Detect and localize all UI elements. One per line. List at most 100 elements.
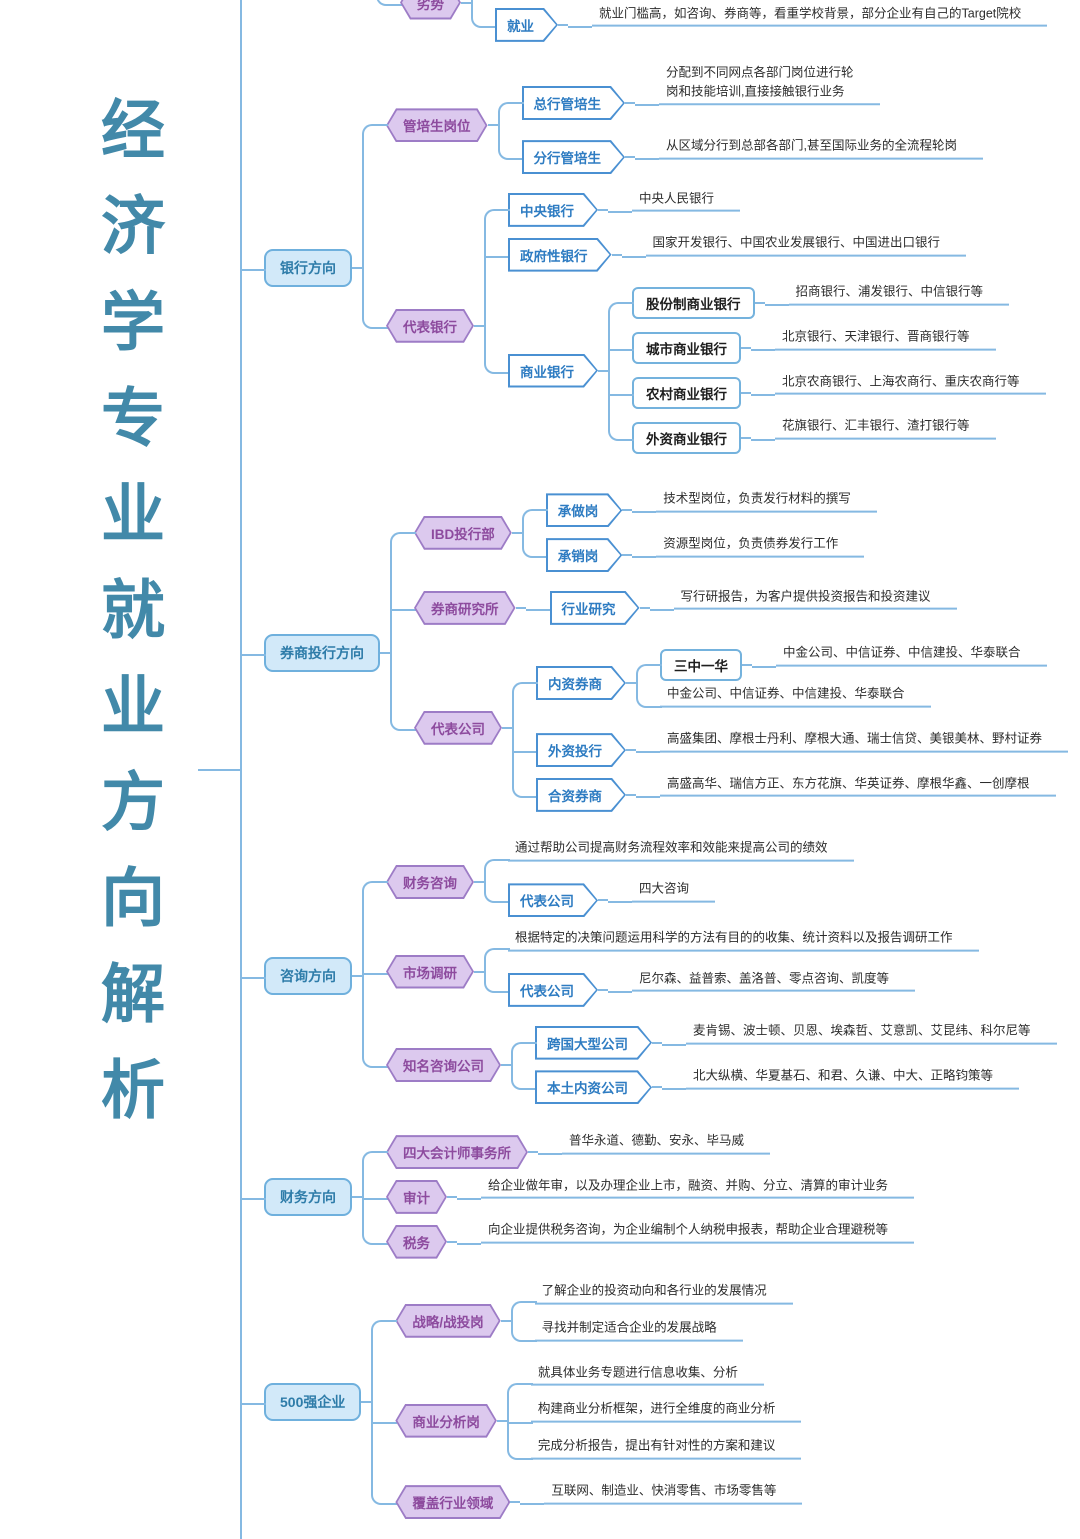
branch: 技术型岗位，负责发行材料的撰写	[632, 492, 877, 529]
node-label: 覆盖行业领域	[397, 1487, 508, 1517]
branch: 管培生岗位总行管培生分配到不同网点各部门岗位进行轮 岗和技能培训,直接接触银行业…	[362, 66, 1046, 186]
node-label: 股份制商业银行	[646, 297, 741, 313]
branch: 高盛高华、瑞信方正、东方花旗、华英证券、摩根华鑫、一创摩根	[636, 776, 1056, 814]
node-label: 银行方向	[280, 259, 336, 276]
branch: 向企业提供税务咨询，为企业编制个人纳税申报表，帮助企业合理避税等	[457, 1223, 915, 1260]
item-node: 股份制商业银行	[632, 287, 755, 320]
children-group: 优势专业理论性强，有知识广度，重视基础就业就业面比较广泛，对专业的限制较少劣势专…	[376, 0, 1048, 51]
branch: 本土内资公司北大纵横、华夏基石、和君、久谦、中大、正略钧策等	[511, 1065, 1057, 1110]
children-group: 专业学科针对性不强，学的知识很多很杂，容易广而不精就业就业门槛高，如咨询、券商等…	[460, 0, 1048, 48]
branch: 总行管培生分配到不同网点各部门岗位进行轮 岗和技能培训,直接接触银行业务	[497, 66, 983, 137]
node-label: 税务	[388, 1227, 445, 1257]
branch: 劣势专业学科针对性不强，学的知识很多很杂，容易广而不精就业就业门槛高，如咨询、券…	[376, 0, 1048, 51]
children-group: 财务咨询通过帮助公司提高财务流程效率和效能来提高公司的绩效代表公司四大咨询市场调…	[352, 837, 1057, 1114]
branch: 资源型岗位，负责债券发行工作	[632, 534, 865, 574]
branch: 承做岗 技术型岗位，负责发行材料的撰写	[521, 488, 877, 535]
branch: 覆盖行业领域 互联网、制造业、快消零售、市场零售等	[371, 1479, 803, 1525]
branch: 高盛集团、摩根士丹利、摩根大通、瑞士信贷、美银美林、野村证券	[636, 731, 1069, 769]
branch: 给企业做年审，以及办理企业上市，融资、并购、分立、清算的审计业务	[457, 1178, 915, 1216]
leaf-text: 资源型岗位，负责债券发行工作	[656, 534, 865, 558]
branch: 就业门槛高，如咨询、券商等，看重学校背景，部分企业有自己的Target院校	[568, 4, 1048, 44]
subtopic-node: 劣势	[400, 0, 461, 20]
subtopic-node: 税务	[386, 1225, 447, 1259]
children-group: 普华永道、德勤、安永、毕马威	[527, 1133, 771, 1171]
children-group: 高盛集团、摩根士丹利、摩根大通、瑞士信贷、美银美林、野村证券	[625, 731, 1069, 769]
branch: 就业就业门槛高，如咨询、券商等，看重学校背景，部分企业有自己的Target院校	[471, 2, 1048, 48]
leaf-text: 从区域分行到总部各部门,甚至国际业务的全流程轮岗	[659, 136, 983, 160]
branch: 合资券商高盛高华、瑞信方正、东方花旗、华英证券、摩根华鑫、一创摩根	[512, 772, 1068, 818]
section-node: 券商投行方向	[264, 633, 380, 672]
branch: 尼尔森、益普索、盖洛普、零点咨询、凯度等	[608, 971, 916, 1009]
branch: 四大咨询	[608, 882, 716, 919]
node-label: 代表公司	[510, 975, 596, 1005]
item-node: 三中一华	[660, 648, 742, 681]
node-label: 政府性银行	[510, 240, 610, 270]
category-node: 商业银行	[508, 354, 598, 388]
node-label: 战略/战投岗	[397, 1306, 498, 1336]
children-group: 尼尔森、益普索、盖洛普、零点咨询、凯度等	[597, 971, 916, 1009]
branch: 构建商业分析框架，进行全维度的商业分析	[506, 1400, 802, 1439]
category-node: 行业研究	[550, 591, 640, 625]
leaf-text: 技术型岗位，负责发行材料的撰写	[656, 490, 877, 513]
subtopic-node: 审计	[386, 1180, 447, 1214]
item-node: 农村商业银行	[632, 376, 741, 409]
node-label: 代表公司	[416, 713, 500, 743]
category-node: 政府性银行	[508, 238, 612, 272]
category-node: 总行管培生	[522, 86, 626, 120]
node-label: 管培生岗位	[388, 110, 486, 140]
children-group: 北京农商银行、上海农商行、重庆农商行等	[741, 374, 1046, 412]
node-label: 市场调研	[388, 957, 472, 987]
branch: 外资商业银行花旗银行、汇丰银行、渣打银行等	[608, 415, 1046, 460]
children-group: 根据特定的决策问题运用科学的方法有目的的收集、统计资料以及报告调研工作代表公司尼…	[474, 930, 979, 1013]
branch: 通过帮助公司提高财务流程效率和效能来提高公司的绩效	[484, 839, 854, 880]
category-node: 跨国大型公司	[535, 1026, 652, 1060]
children-group: 总行管培生分配到不同网点各部门岗位进行轮 岗和技能培训,直接接触银行业务分行管培…	[487, 66, 983, 179]
branch: 财务咨询通过帮助公司提高财务流程效率和效能来提高公司的绩效代表公司四大咨询	[362, 837, 1057, 929]
children-group: 四大会计师事务所普华永道、德勤、安永、毕马威审计给企业做年审，以及办理企业上市，…	[351, 1130, 915, 1264]
children-group: 写行研报告，为客户提供投资报告和投资建议	[639, 589, 957, 627]
branch: 股份制商业银行 招商银行、浦发银行、中信银行等	[608, 281, 1046, 328]
leaf-text: 花旗银行、汇丰银行、渣打银行等	[775, 417, 996, 440]
node-label: 500强企业	[280, 1394, 346, 1411]
leaf-text: 互联网、制造业、快消零售、市场零售等	[544, 1481, 803, 1505]
subtopic-node: 四大会计师事务所	[386, 1135, 528, 1169]
leaf-text: 构建商业分析框架，进行全维度的商业分析	[530, 1400, 802, 1423]
children-group: 技术型岗位，负责发行材料的撰写	[622, 492, 877, 529]
node-label: 四大会计师事务所	[388, 1137, 526, 1167]
branch: 写行研报告，为客户提供投资报告和投资建议	[649, 589, 957, 627]
branch: 农村商业银行北京农商银行、上海农商行、重庆农商行等	[608, 370, 1046, 416]
node-label: 本土内资公司	[537, 1072, 650, 1102]
branch: 跨国大型公司麦肯锡、波士顿、贝恩、埃森哲、艾意凯、艾昆纬、科尔尼等	[511, 1020, 1057, 1067]
node-label: IBD投行部	[416, 518, 510, 548]
branch: 麦肯锡、波士顿、贝恩、埃森哲、艾意凯、艾昆纬、科尔尼等	[662, 1024, 1057, 1061]
node-label: 中央银行	[510, 195, 596, 225]
category-node: 分行管培生	[522, 140, 626, 174]
children-group: 麦肯锡、波士顿、贝恩、埃森哲、艾意凯、艾昆纬、科尔尼等	[652, 1024, 1057, 1061]
node-label: 跨国大型公司	[537, 1028, 650, 1058]
children-group: 从区域分行到总部各部门,甚至国际业务的全流程轮岗	[625, 136, 983, 176]
section-node: 银行方向	[264, 248, 352, 287]
children-group: 花旗银行、汇丰银行、渣打银行等	[741, 417, 996, 456]
category-node: 承做岗	[546, 493, 623, 527]
subtopic-node: 战略/战投岗	[395, 1304, 500, 1338]
node-label: 代表银行	[388, 311, 472, 341]
mindmap-title: 经济学专业就业方向解析	[92, 96, 164, 1152]
children-group: 三中一华中金公司、中信证券、中信建投、华泰联合中金公司、中信证券、中信建投、华泰…	[626, 642, 1047, 724]
branch: 咨询方向财务咨询通过帮助公司提高财务流程效率和效能来提高公司的绩效代表公司四大咨…	[240, 829, 1068, 1122]
branch: 市场调研根据特定的决策问题运用科学的方法有目的的收集、统计资料以及报告调研工作代…	[362, 926, 1057, 1017]
children-group: 分配到不同网点各部门岗位进行轮 岗和技能培训,直接接触银行业务	[625, 66, 880, 131]
section-node: 500强企业	[264, 1383, 362, 1422]
node-label: 内资券商	[538, 668, 624, 698]
node-label: 代表公司	[510, 885, 596, 915]
branch: 从区域分行到总部各部门,甚至国际业务的全流程轮岗	[635, 136, 983, 176]
leaf-text: 招商银行、浦发银行、中信银行等	[788, 283, 1010, 306]
leaf-text: 通过帮助公司提高财务流程效率和效能来提高公司的绩效	[508, 839, 854, 862]
children-group: 就具体业务专题进行信息收集、分析构建商业分析框架，进行全维度的商业分析完成分析报…	[496, 1365, 802, 1476]
branch: 互联网、制造业、快消零售、市场零售等	[520, 1481, 803, 1521]
branch: 税务向企业提供税务咨询，为企业编制个人纳税申报表，帮助企业合理避税等	[362, 1219, 915, 1264]
node-label: 商业分析岗	[397, 1406, 495, 1436]
children-group: 内资券商三中一华中金公司、中信证券、中信建投、华泰联合中金公司、中信证券、中信建…	[501, 638, 1069, 818]
subtopic-node: 代表公司	[414, 711, 502, 745]
leaf-text: 就业门槛高，如咨询、券商等，看重学校背景，部分企业有自己的Target院校	[592, 4, 1048, 27]
